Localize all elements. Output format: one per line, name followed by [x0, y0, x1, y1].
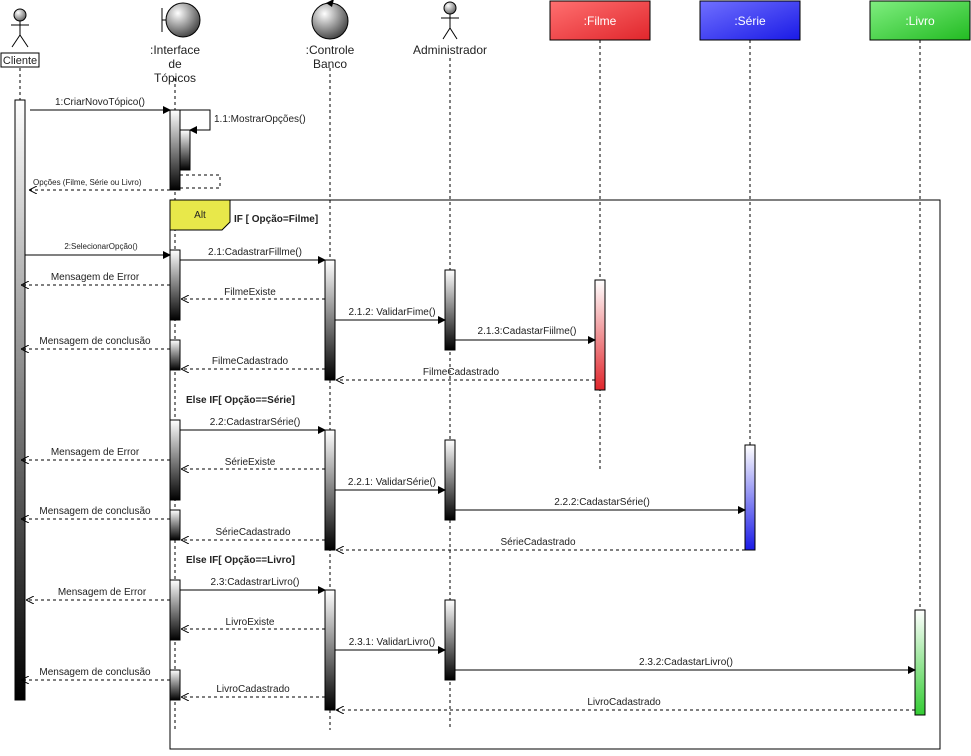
activation-administrador-3 — [444, 599, 456, 681]
participant-label-controle-2: Banco — [313, 57, 347, 71]
msg-label-serie-cad1: SérieCadastrado — [215, 527, 290, 538]
msg-label-m22: 2.2:CadastrarSérie() — [210, 417, 301, 428]
participant-label-filme: :Filme — [584, 14, 617, 28]
msg-label-m212: 2.1.2: ValidarFime() — [348, 307, 435, 318]
msg-label-conc2: Mensagem de conclusão — [39, 506, 151, 517]
msg-label-err2: Mensagem de Error — [51, 447, 140, 458]
msg-label-opcoes: Opções (Filme, Série ou Livro) — [33, 178, 142, 187]
msg-label-livro-cad2: LivroCadastrado — [587, 697, 661, 708]
activation-interface-5 — [169, 509, 181, 541]
control-icon — [311, 2, 349, 40]
msg-arrow-m11 — [180, 109, 211, 134]
message-labels: 1:CriarNovoTópico() 1.1:MostrarOpções() … — [33, 97, 733, 708]
msg-label-err3: Mensagem de Error — [58, 587, 147, 598]
alt-guard-2: Else IF[ Opção==Série] — [186, 395, 295, 406]
msg-label-m11: 1.1:MostrarOpções() — [214, 114, 306, 125]
msg-label-m213: 2.1.3:CadastarFiilme() — [478, 326, 577, 337]
msg-label-m221: 2.2.1: ValidarSérie() — [348, 477, 436, 488]
alt-tag — [169, 199, 231, 231]
participant-label-interface-3: Tópicos — [154, 71, 196, 85]
activation-interface-4 — [169, 419, 181, 501]
activation-interface-2 — [169, 249, 181, 321]
msg-label-m232: 2.3.2:CadastarLivro() — [639, 657, 733, 668]
participant-filme: :Filme — [549, 0, 651, 41]
alt-frame — [169, 199, 941, 750]
msg-label-err1: Mensagem de Error — [51, 272, 140, 283]
msg-label-serie-existe: SérieExiste — [225, 457, 276, 468]
msg-label-conc1: Mensagem de conclusão — [39, 336, 151, 347]
livro-box — [869, 0, 971, 41]
msg-label-m222: 2.2.2:CadastarSérie() — [554, 497, 650, 508]
participant-controle: :Controle Banco — [306, 0, 355, 71]
participant-livro: :Livro — [869, 0, 971, 41]
filme-box — [549, 0, 651, 41]
activation-filme — [594, 279, 606, 391]
activation-interface-7 — [169, 669, 181, 701]
alt-fragment: Alt IF [ Opção=Filme] Else IF[ Opção==Sé… — [169, 199, 941, 750]
msg-label-filme-existe: FilmeExiste — [224, 287, 276, 298]
msg-label-m1: 1:CriarNovoTópico() — [55, 97, 145, 108]
activation-interface-3 — [169, 339, 181, 371]
activation-controle-3 — [324, 589, 336, 711]
participant-serie: :Série — [699, 0, 801, 41]
alt-guard-1: IF [ Opção=Filme] — [234, 214, 318, 225]
actor-head-icon — [13, 8, 27, 22]
lifelines — [19, 40, 921, 730]
activation-interface-1 — [169, 109, 181, 191]
participant-interface: :Interface de Tópicos — [150, 2, 201, 85]
serie-box — [699, 0, 801, 41]
actor-administrador: Administrador — [413, 1, 487, 57]
messages — [22, 106, 916, 710]
activation-administrador-2 — [444, 439, 456, 521]
actor-cliente: Cliente — [0, 8, 40, 68]
msg-label-m23: 2.3:CadastrarLivro() — [211, 577, 300, 588]
msg-label-m231: 2.3.1: ValidarLivro() — [349, 637, 436, 648]
actor-head-icon — [443, 1, 457, 15]
activation-interface-6 — [169, 579, 181, 641]
participant-label-serie: :Série — [734, 14, 766, 28]
msg-label-filme-cad2: FilmeCadastrado — [423, 367, 500, 378]
participant-label-interface-1: :Interface — [150, 43, 200, 57]
activation-controle-1 — [324, 259, 336, 381]
participant-label-interface-2: de — [168, 57, 182, 71]
activation-administrador-1 — [444, 269, 456, 351]
msg-label-m2: 2:SelecionarOpção() — [64, 242, 138, 251]
msg-arrow-opcoes-self — [180, 174, 221, 189]
activation-controle-2 — [324, 429, 336, 551]
msg-label-conc3: Mensagem de conclusão — [39, 667, 151, 678]
alt-guard-3: Else IF[ Opção==Livro] — [186, 555, 295, 566]
participant-label-controle-1: :Controle — [306, 43, 355, 57]
activation-serie — [744, 444, 756, 551]
alt-tag-label: Alt — [194, 210, 206, 221]
msg-label-filme-cad1: FilmeCadastrado — [212, 356, 289, 367]
activation-cliente — [14, 99, 26, 701]
participant-label-administrador: Administrador — [413, 43, 487, 57]
msg-label-livro-existe: LivroExiste — [226, 617, 275, 628]
participant-label-livro: :Livro — [905, 14, 935, 28]
msg-label-livro-cad1: LivroCadastrado — [216, 684, 290, 695]
boundary-icon — [165, 2, 201, 38]
msg-label-serie-cad2: SérieCadastrado — [500, 537, 575, 548]
participant-label-cliente: Cliente — [3, 55, 37, 67]
activations — [14, 99, 926, 716]
activation-interface-1-self — [179, 129, 191, 171]
msg-label-m21: 2.1:CadastrarFillme() — [208, 247, 302, 258]
activation-livro — [914, 609, 926, 716]
